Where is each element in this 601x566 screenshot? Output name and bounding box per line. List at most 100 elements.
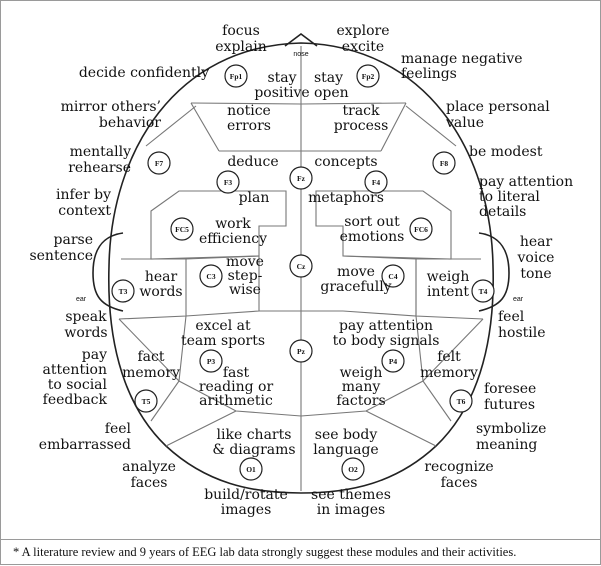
- label-line: sort out: [344, 214, 400, 230]
- electrode-label-fp1: Fp1: [230, 72, 243, 81]
- label-line: fact: [138, 349, 165, 365]
- label-line: stay: [267, 70, 296, 86]
- label-line: memory: [420, 365, 478, 381]
- label-line: focus: [222, 23, 260, 39]
- electrode-label-p3: P3: [207, 357, 216, 366]
- label-line: voice: [517, 250, 555, 266]
- label-line: metaphors: [308, 190, 384, 206]
- label-mirror-others-behavior: mirror others’behavior: [61, 99, 162, 131]
- label-line: gracefully: [320, 279, 391, 295]
- electrode-label-c4: C4: [388, 272, 397, 281]
- label-line: weigh: [340, 365, 383, 381]
- label-line: explore: [336, 23, 389, 39]
- nose-outline: [284, 33, 318, 47]
- label-line: feel: [105, 421, 132, 437]
- label-line: mentally: [70, 144, 132, 160]
- label-line: value: [445, 115, 484, 131]
- label-line: hear: [145, 269, 178, 285]
- label-metaphors: metaphors: [308, 190, 384, 206]
- electrode-label-pz: Pz: [297, 347, 306, 356]
- right-ear-outline: [478, 232, 510, 312]
- electrode-o1: [239, 457, 263, 481]
- label-line: foresee: [484, 381, 536, 397]
- electrode-label-fc5: FC5: [175, 225, 189, 234]
- label-line: faces: [441, 475, 478, 491]
- label-line: recognize: [424, 459, 493, 475]
- label-line: notice: [227, 103, 271, 119]
- label-line: futures: [484, 397, 535, 413]
- electrode-t5: [134, 389, 158, 413]
- label-line: track: [343, 103, 381, 119]
- electrode-p3: [199, 349, 223, 373]
- label-line: embarrassed: [39, 437, 131, 453]
- label-concepts: concepts: [314, 154, 377, 170]
- electrode-label-o2: O2: [348, 465, 358, 474]
- label-line: arithmetic: [199, 393, 273, 409]
- label-line: move: [337, 264, 375, 280]
- label-line: pay attention: [479, 174, 573, 190]
- label-line: move: [226, 254, 264, 270]
- label-line: language: [313, 442, 378, 458]
- label-line: memory: [122, 365, 180, 381]
- electrode-f7: [147, 151, 171, 175]
- label-plan: plan: [239, 190, 270, 206]
- label-line: & diagrams: [212, 442, 295, 458]
- label-line: many: [342, 379, 381, 395]
- label-line: attention: [43, 362, 107, 378]
- electrode-f3: [216, 170, 240, 194]
- left-ear-outline: [92, 232, 124, 312]
- electrode-label-f4: F4: [372, 178, 381, 187]
- label-line: faces: [131, 475, 168, 491]
- electrode-f4: [364, 170, 388, 194]
- electrode-label-f8: F8: [440, 159, 449, 168]
- electrode-fp1: [224, 64, 248, 88]
- label-line: see themes: [311, 487, 391, 503]
- electrode-label-fz: Fz: [297, 174, 306, 183]
- label-line: pay: [82, 347, 107, 363]
- electrode-t4: [471, 279, 495, 303]
- electrode-label-cz: Cz: [297, 262, 306, 271]
- electrode-label-f3: F3: [224, 178, 233, 187]
- label-deduce: deduce: [227, 154, 278, 170]
- label-line: felt: [437, 349, 461, 365]
- electrode-c4: [381, 264, 405, 288]
- label-line: feel: [498, 309, 525, 325]
- label-line: fast: [223, 365, 250, 381]
- electrode-pz: [289, 339, 313, 363]
- label-line: team sports: [181, 333, 265, 349]
- label-line: reading or: [199, 379, 274, 395]
- electrode-label-fc6: FC6: [414, 225, 428, 234]
- label-line: explain: [215, 39, 266, 55]
- label-be-modest: be modest: [469, 144, 543, 160]
- label-line: pay attention: [339, 318, 433, 334]
- label-line: intent: [427, 284, 469, 300]
- electrode-label-t3: T3: [119, 287, 128, 296]
- label-line: factors: [336, 393, 385, 409]
- label-decide-confidently: decide confidently: [79, 65, 209, 81]
- label-line: place personal: [446, 99, 550, 115]
- electrode-fc5: [170, 217, 194, 241]
- electrode-c3: [199, 264, 223, 288]
- footnote: * A literature review and 9 years of EEG…: [1, 539, 601, 566]
